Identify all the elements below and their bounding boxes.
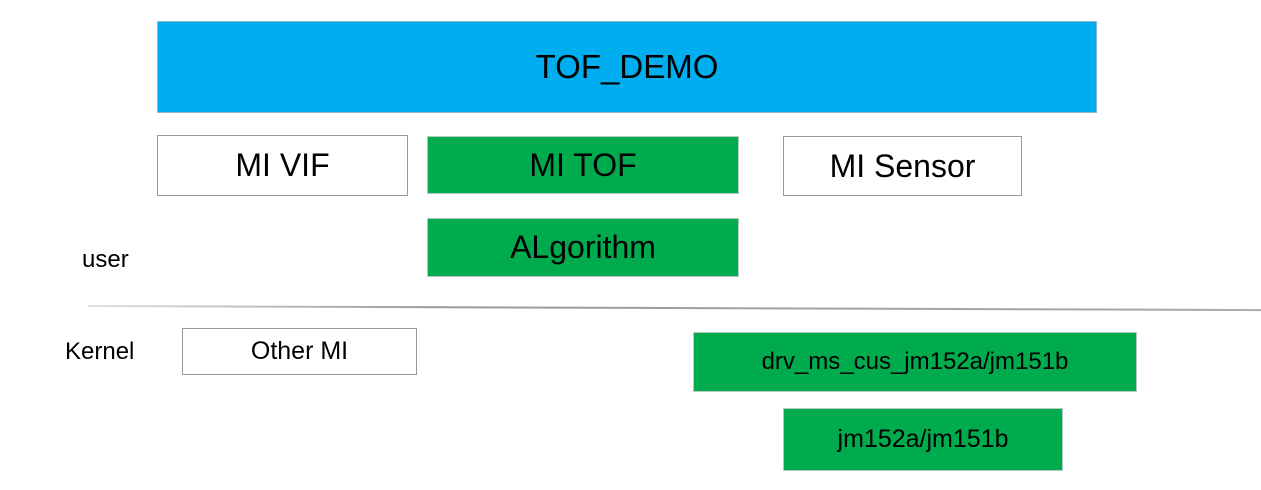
algorithm-label: ALgorithm (510, 229, 656, 265)
other-mi-block: Other MI (182, 328, 417, 375)
mi-sensor-block: MI Sensor (783, 136, 1022, 196)
drv-ms-cus-driver-block: drv_ms_cus_jm152a/jm151b (693, 332, 1137, 392)
jm-sensor-chip-label: jm152a/jm151b (837, 425, 1009, 453)
mi-tof-label: MI TOF (529, 146, 637, 183)
mi-vif-label: MI VIF (235, 147, 330, 183)
user-layer-label: user (82, 246, 129, 273)
other-mi-label: Other MI (250, 337, 349, 365)
mi-vif-block: MI VIF (157, 135, 408, 196)
jm-sensor-chip-block: jm152a/jm151b (783, 408, 1063, 471)
kernel-layer-label: Kernel (65, 338, 135, 365)
drv-ms-cus-driver-label: drv_ms_cus_jm152a/jm151b (761, 348, 1069, 375)
tof-demo-label: TOF_DEMO (535, 48, 719, 85)
mi-sensor-label: MI Sensor (829, 147, 976, 184)
tof-demo-block: TOF_DEMO (157, 21, 1097, 113)
user-kernel-divider-line (87, 305, 1261, 312)
mi-tof-block: MI TOF (427, 136, 739, 194)
algorithm-block: ALgorithm (427, 218, 739, 277)
